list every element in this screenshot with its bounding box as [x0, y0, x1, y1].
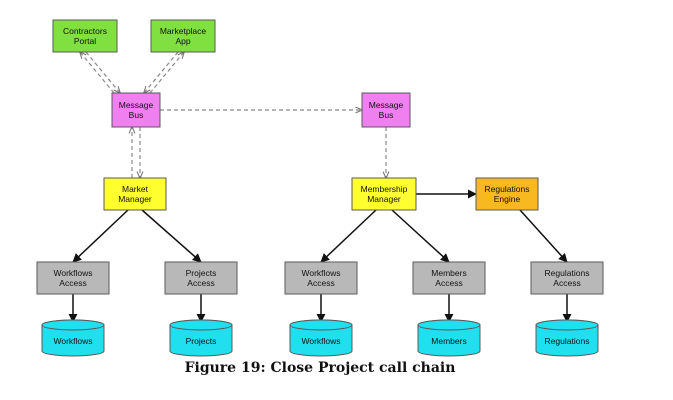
node-label-line: Access	[187, 278, 214, 288]
node-label-line: Access	[307, 278, 334, 288]
node-box	[412, 261, 486, 295]
node-label-line: Portal	[74, 36, 96, 46]
edge-message-bus-left-to-marketplace-app	[149, 52, 184, 94]
node-label-line: App	[175, 36, 190, 46]
node-label-line: Message	[119, 100, 154, 110]
node-label-line: Regulations	[545, 268, 590, 278]
node-box	[361, 92, 411, 128]
node-box	[150, 19, 216, 53]
edge-membership-manager-to-workflows-access-2	[320, 209, 377, 263]
node-members-db: Members	[417, 319, 481, 357]
edge-regulations-engine-to-regulations-access	[519, 209, 568, 263]
node-label-line: Workflows	[53, 336, 92, 346]
node-label-line: Membership	[361, 184, 408, 194]
node-box	[284, 261, 358, 295]
node-box	[36, 261, 110, 295]
database-cylinder-top	[169, 319, 233, 331]
node-workflows-db-1: Workflows	[41, 319, 105, 357]
node-label-line: Access	[553, 278, 580, 288]
edge-membership-manager-to-members-access	[391, 209, 450, 263]
database-cylinder-top	[417, 319, 481, 331]
nodes-layer: ContractorsPortalMarketplaceAppMessageBu…	[36, 19, 604, 357]
node-box	[530, 261, 604, 295]
node-label-line: Contractors	[63, 26, 107, 36]
node-label-line: Marketplace	[160, 26, 207, 36]
database-cylinder-top	[41, 319, 105, 331]
node-label-line: Regulations	[485, 184, 530, 194]
node-workflows-db-2: Workflows	[289, 319, 353, 357]
database-cylinder-top	[535, 319, 599, 331]
node-box	[111, 92, 161, 128]
node-label-line: Workflows	[301, 336, 340, 346]
node-label-line: Manager	[118, 194, 152, 204]
node-box	[351, 177, 417, 211]
node-label-line: Regulations	[545, 336, 590, 346]
node-box	[103, 177, 167, 211]
node-label-line: Access	[59, 278, 86, 288]
node-label-line: Bus	[379, 110, 394, 120]
database-cylinder-top	[289, 319, 353, 331]
node-regulations-db: Regulations	[535, 319, 599, 357]
edge-market-manager-to-projects-access	[141, 209, 202, 263]
edge-contractors-portal-to-message-bus-left	[85, 51, 120, 93]
node-label-line: Projects	[186, 336, 217, 346]
node-box	[52, 19, 118, 53]
edges-layer	[68, 51, 572, 323]
node-label-line: Manager	[367, 194, 401, 204]
node-label-line: Members	[431, 268, 466, 278]
node-label-line: Message	[369, 100, 404, 110]
edge-message-bus-left-to-contractors-portal	[80, 52, 115, 94]
node-box	[475, 177, 539, 211]
node-label-line: Engine	[494, 194, 521, 204]
node-label-line: Members	[431, 336, 466, 346]
node-box	[164, 261, 238, 295]
figure-caption: Figure 19: Close Project call chain	[184, 360, 456, 376]
node-label-line: Access	[435, 278, 462, 288]
node-label-line: Bus	[129, 110, 144, 120]
node-label-line: Projects	[186, 268, 217, 278]
edge-marketplace-app-to-message-bus-left	[144, 51, 179, 93]
node-label-line: Workflows	[301, 268, 340, 278]
node-label-line: Market	[122, 184, 149, 194]
node-projects-db: Projects	[169, 319, 233, 357]
node-label-line: Workflows	[53, 268, 92, 278]
edge-market-manager-to-workflows-access-1	[72, 209, 129, 263]
